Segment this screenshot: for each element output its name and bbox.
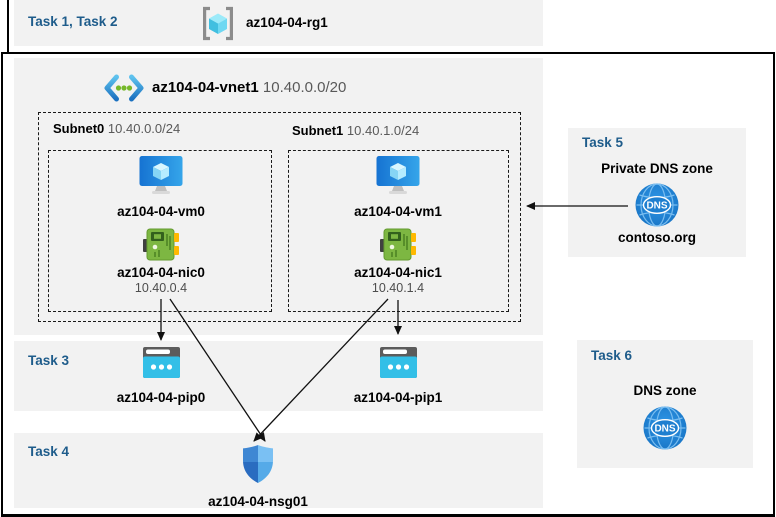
subnet0-name: Subnet0 [53,121,105,136]
vm0-name: az104-04-vm0 [117,204,205,219]
resource-group-band: Task 1, Task 2 az104-04-rg1 [14,0,543,46]
public-ip-icon [142,347,180,378]
subnet0-content: az104-04-vm0 az104-04-nic0 10.40.0.4 [101,150,221,313]
vnet-cidr: 10.40.0.0/20 [262,79,347,96]
task3-label: Task 3 [28,353,70,368]
nic-icon [380,226,416,262]
nic1-ip: 10.40.1.4 [371,281,425,295]
pip1-name: az104-04-pip1 [353,390,443,405]
dns-icon-glyph: DNS [654,424,675,435]
nsg-group: az104-04-nsg01 [198,445,318,509]
virtual-network-icon [104,74,144,102]
subnet0-box [48,150,272,312]
nsg-name: az104-04-nsg01 [208,494,308,509]
nic-icon [143,226,179,262]
task4-band: Task 4 [14,433,543,508]
subnet0-cidr: 10.40.0.0/24 [107,121,181,136]
task5-panel: Task 5 Private DNS zone DNS [568,128,746,257]
diagram-outer-frame [1,52,775,517]
vnet-name: az104-04-vnet1 [152,79,259,96]
dns-zone-title: DNS zone [633,383,697,398]
private-dns-zone-title: Private DNS zone [601,161,713,176]
subnet1-content: az104-04-vm1 az104-04-nic1 10.40.1.4 [338,150,458,313]
task6-panel: Task 6 DNS zone DNS [577,340,753,468]
dns-icon-glyph: DNS [646,201,667,212]
task1-2-label: Task 1, Task 2 [28,14,118,29]
virtual-machine-icon [139,156,183,196]
task3-band: Task 3 [14,341,543,411]
private-dns-zone-name: contoso.org [618,230,696,245]
subnet1-title: Subnet1 10.40.1.0/24 [292,123,419,138]
subnet1-cidr: 10.40.1.0/24 [346,123,420,138]
dns-icon: DNS [643,406,687,450]
dns-icon: DNS [635,183,679,227]
task4-label: Task 4 [28,444,70,459]
subnet0-title: Subnet0 10.40.0.0/24 [53,121,180,136]
top-left-border-segment [7,0,9,53]
nic1-name: az104-04-nic1 [354,265,442,280]
pip0-name: az104-04-pip0 [116,390,206,405]
vm1-name: az104-04-vm1 [354,204,442,219]
task6-label: Task 6 [591,348,633,363]
vnet-title: az104-04-vnet1 10.40.0.0/20 [152,79,346,96]
virtual-machine-icon [376,156,420,196]
nic0-ip: 10.40.0.4 [134,281,188,295]
nic0-name: az104-04-nic0 [117,265,205,280]
pip1-group: az104-04-pip1 [338,347,458,405]
resource-group-name: az104-04-rg1 [246,15,328,30]
subnet1-name: Subnet1 [292,123,344,138]
resource-group-icon [200,6,236,41]
nsg-shield-icon [243,445,273,483]
pip0-group: az104-04-pip0 [101,347,221,405]
public-ip-icon [379,347,417,378]
task5-label: Task 5 [582,135,624,150]
vnet-region [14,58,543,335]
